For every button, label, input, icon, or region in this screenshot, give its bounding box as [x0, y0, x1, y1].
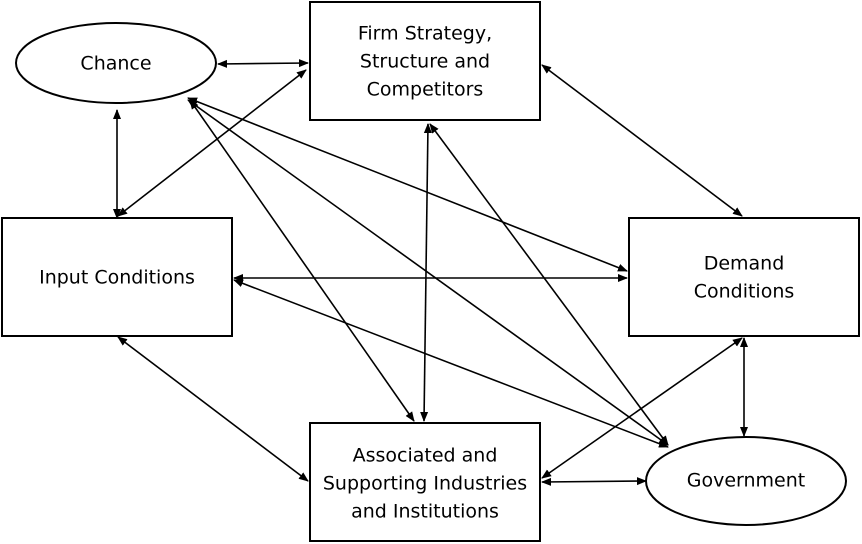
firm-strategy-box [309, 1, 541, 121]
node-input-conditions: Input Conditions [1, 217, 233, 337]
chance-ellipse [15, 22, 217, 104]
node-government: Government [645, 436, 847, 526]
firm-strategy-label-line-3: Competitors [367, 79, 484, 101]
arrow-chance-firm [217, 59, 309, 68]
connection-layer [113, 59, 748, 486]
demand-conditions-label-line-2: Conditions [694, 281, 795, 303]
arrow-firm-demand [541, 64, 743, 217]
firm-strategy-label-line-1: Firm Strategy, [358, 23, 492, 45]
associated-industries-label-line-3: and Institutions [351, 501, 499, 523]
arrow-input-assoc [117, 336, 309, 482]
associated-industries-box [309, 422, 541, 542]
demand-conditions-label-line-1: Demand [704, 253, 785, 275]
node-demand-conditions: Demand Conditions [628, 217, 860, 337]
government-ellipse [645, 436, 847, 526]
input-conditions-box [1, 217, 233, 337]
arrow-chance-demand [187, 97, 628, 272]
node-associated-industries: Associated and Supporting Industries and… [309, 422, 541, 542]
government-label: Government [687, 470, 806, 492]
arrow-input-gov [233, 279, 669, 448]
firm-strategy-label-line-2: Structure and [360, 51, 490, 73]
associated-industries-label-line-2: Supporting Industries [323, 473, 527, 495]
node-firm-strategy: Firm Strategy, Structure and Competitors [309, 1, 541, 121]
demand-conditions-box [628, 217, 860, 337]
associated-industries-label-line-1: Associated and [353, 445, 498, 467]
arrow-demand-assoc [541, 337, 743, 479]
input-conditions-label: Input Conditions [39, 267, 195, 289]
node-chance: Chance [15, 22, 217, 104]
arrow-assoc-gov [541, 477, 647, 486]
chance-label: Chance [80, 53, 151, 75]
